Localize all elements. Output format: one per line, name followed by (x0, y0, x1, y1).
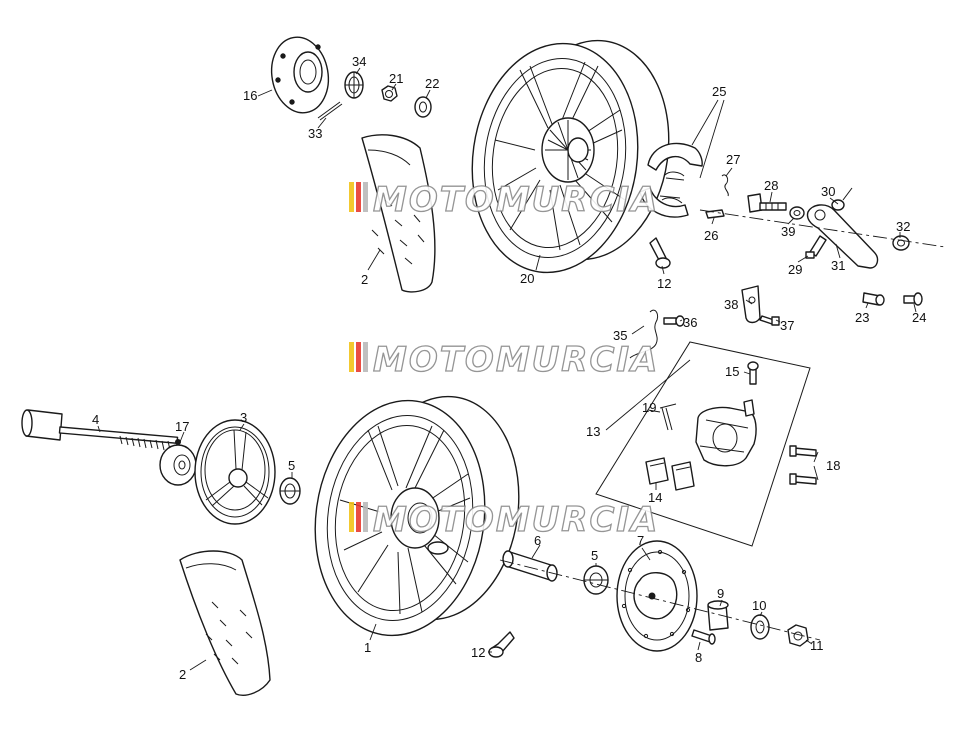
label-1: 1 (364, 640, 371, 655)
part-35-spring (629, 309, 659, 359)
watermark-color-bar (349, 502, 354, 532)
label-15: 15 (725, 364, 739, 379)
label-39: 39 (781, 224, 795, 239)
label-28: 28 (764, 178, 778, 193)
part-16-hub-flange (270, 36, 330, 114)
part-32-washer (892, 235, 910, 251)
label-17: 17 (175, 419, 189, 434)
label-8: 8 (695, 650, 702, 665)
part-5-bearing-right (583, 565, 609, 595)
watermark-color-bar (356, 502, 361, 532)
label-2-upper: 2 (361, 272, 368, 287)
part-23-spacer (862, 292, 885, 306)
part-30-pin (831, 187, 853, 211)
watermark-color-bar (363, 502, 368, 532)
part-1-front-wheel (314, 395, 520, 637)
label-20: 20 (520, 271, 534, 286)
part-3-hub-cover (194, 419, 276, 525)
watermark-color-bar (356, 342, 361, 372)
label-16: 16 (243, 88, 257, 103)
part-34-bearing (344, 71, 364, 99)
part-38-bracket (741, 285, 761, 324)
part-36-screw (663, 315, 685, 327)
part-25-brake-shoes (639, 142, 703, 218)
part-33-cotter-pin (317, 101, 343, 121)
part-17-spacer (159, 439, 197, 486)
label-26: 26 (704, 228, 718, 243)
watermark-motomurcia-bottom: MOTOMURCIA (349, 499, 659, 541)
leader-lines (97, 67, 917, 671)
label-27: 27 (726, 152, 740, 167)
part-10-washer (750, 614, 770, 640)
label-11: 11 (810, 638, 824, 653)
label-33: 33 (308, 126, 322, 141)
label-25: 25 (712, 84, 726, 99)
part-5-bearing-left (279, 477, 301, 505)
label-19: 19 (642, 400, 656, 415)
part-21-nut (381, 85, 398, 102)
watermark-motomurcia-middle: MOTOMURCIA (349, 339, 659, 381)
part-2-lower-mudguard (179, 550, 271, 696)
part-8-disc-bolt (691, 629, 716, 645)
part-2-upper-mudguard (361, 134, 436, 293)
label-34: 34 (352, 54, 366, 69)
label-18: 18 (826, 458, 840, 473)
watermark-color-bar (349, 182, 354, 212)
part-7-brake-disc (616, 540, 698, 652)
label-5-left: 5 (288, 458, 295, 473)
label-4: 4 (92, 412, 99, 427)
label-6: 6 (534, 533, 541, 548)
label-23: 23 (855, 310, 869, 325)
label-36: 36 (683, 315, 697, 330)
label-32: 32 (896, 219, 910, 234)
label-37: 37 (780, 318, 794, 333)
label-21: 21 (389, 71, 403, 86)
part-12-upper-valve (649, 237, 671, 269)
watermark-color-bar (356, 182, 361, 212)
label-22: 22 (425, 76, 439, 91)
part-9-spacer (707, 600, 729, 631)
watermark-text: MOTOMURCIA (373, 180, 659, 220)
label-10: 10 (752, 598, 766, 613)
part-6-spacer (502, 550, 558, 582)
part-22-washer (414, 96, 432, 118)
part-4-axle (21, 409, 179, 451)
label-12-lower: 12 (471, 645, 485, 660)
label-9: 9 (717, 586, 724, 601)
label-38: 38 (724, 297, 738, 312)
part-27-spring (721, 174, 729, 197)
label-31: 31 (831, 258, 845, 273)
watermark-text: MOTOMURCIA (373, 500, 659, 540)
label-12-upper: 12 (657, 276, 671, 291)
label-35: 35 (613, 328, 627, 343)
label-14: 14 (648, 490, 662, 505)
label-29: 29 (788, 262, 802, 277)
label-24: 24 (912, 310, 926, 325)
label-7: 7 (637, 533, 644, 548)
label-2-lower: 2 (179, 667, 186, 682)
part-31-brake-lever (806, 204, 879, 269)
part-12-lower-valve (488, 631, 515, 658)
part-39-washer (789, 206, 805, 220)
part-28-brake-cam (747, 193, 787, 213)
watermark-color-bar (349, 342, 354, 372)
part-number-labels: 16 33 34 21 22 2 20 12 25 26 27 28 39 29… (92, 54, 926, 682)
watermark-color-bar (363, 342, 368, 372)
label-3: 3 (240, 410, 247, 425)
part-29-bolt (805, 235, 827, 259)
part-24-bolt (903, 292, 923, 306)
watermark-motomurcia-top: MOTOMURCIA (349, 179, 659, 221)
label-30: 30 (821, 184, 835, 199)
part-20-rear-wheel (471, 39, 670, 274)
label-5-right: 5 (591, 548, 598, 563)
part-13-caliper-assembly (595, 341, 817, 547)
watermark-text: MOTOMURCIA (373, 340, 659, 380)
label-13: 13 (586, 424, 600, 439)
watermark-color-bar (363, 182, 368, 212)
part-11-nut (787, 624, 809, 647)
